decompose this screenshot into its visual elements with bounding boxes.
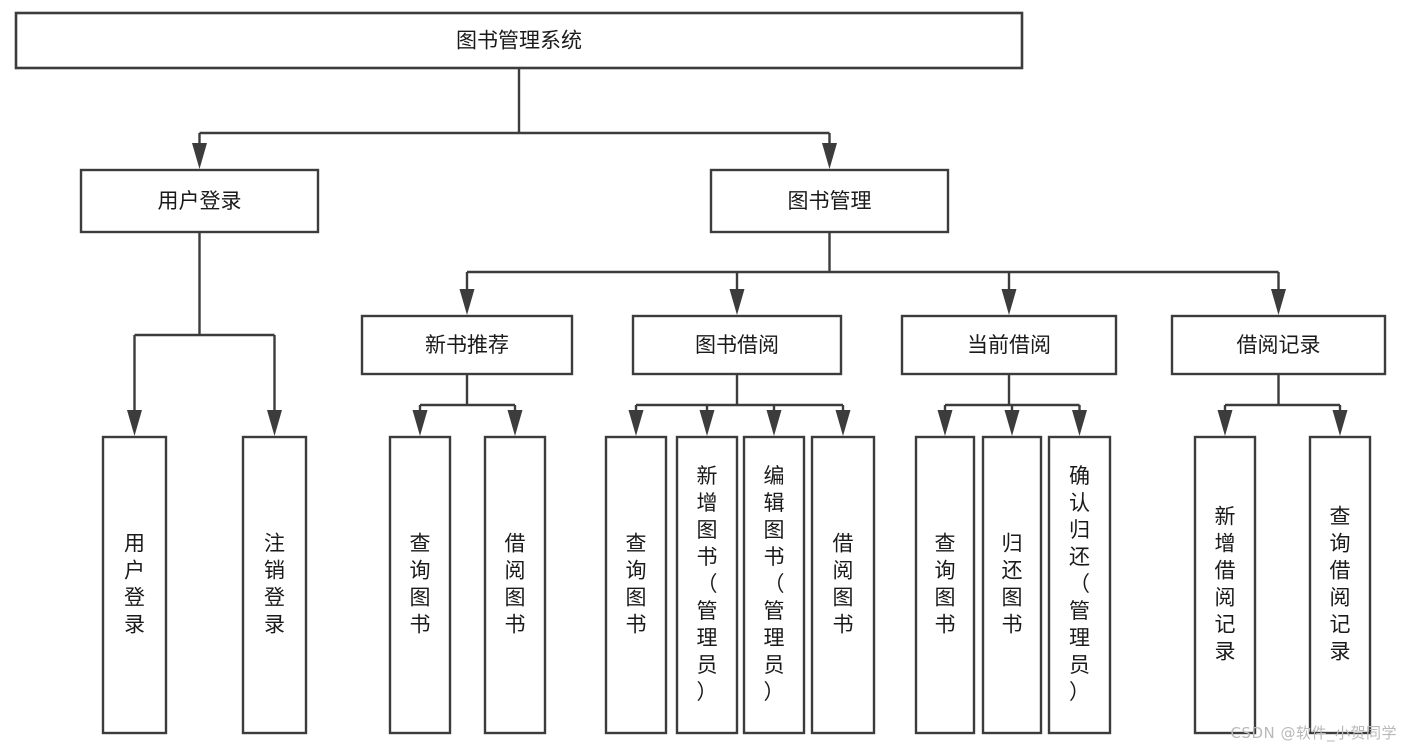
node-leaf-query-book-borrow-box[interactable] (604, 435, 668, 735)
node-leaf-query-book-recommend-box[interactable] (388, 435, 452, 735)
node-leaf-query-book-current-label: 查询图书 (935, 532, 956, 637)
node-leaf-query-book-current-box[interactable] (914, 435, 976, 735)
edge-group-root (192, 68, 837, 169)
node-current-borrow-box[interactable] (900, 314, 1118, 376)
node-leaf-add-book[interactable]: 新增图书（管理员） (675, 435, 739, 735)
node-borrow-record-box[interactable] (1170, 314, 1387, 376)
node-leaf-confirm-return[interactable]: 确认归还（管理员） (1047, 435, 1112, 735)
node-leaf-query-book-recommend[interactable]: 查询图书 (388, 435, 452, 735)
node-leaf-query-book-current[interactable]: 查询图书 (914, 435, 976, 735)
node-leaf-query-book-borrow[interactable]: 查询图书 (604, 435, 668, 735)
node-leaf-query-borrow-record-label: 查询借阅记录 (1330, 505, 1351, 664)
node-user-login[interactable]: 用户登录 (79, 168, 320, 234)
node-leaf-add-book-box[interactable] (675, 435, 739, 735)
edge-group-book-borrow (628, 374, 851, 436)
node-leaf-return-book[interactable]: 归还图书 (981, 435, 1043, 735)
node-new-book-recommend[interactable]: 新书推荐 (360, 314, 574, 376)
node-user-login-label: 用户登录 (158, 189, 242, 213)
node-current-borrow-label: 当前借阅 (967, 333, 1051, 357)
node-leaf-query-borrow-record-box[interactable] (1308, 435, 1372, 735)
node-leaf-query-book-borrow-label: 查询图书 (626, 532, 647, 637)
node-leaf-borrow-book-recommend-box[interactable] (483, 435, 547, 735)
node-layer: 图书管理系统用户登录图书管理新书推荐图书借阅当前借阅借阅记录用户登录注销登录查询… (14, 11, 1387, 735)
node-book-borrow-box[interactable] (631, 314, 843, 376)
node-root-box[interactable] (14, 11, 1024, 70)
node-leaf-return-book-box[interactable] (981, 435, 1043, 735)
node-leaf-edit-book-label: 编辑图书（管理员） (764, 464, 785, 704)
node-leaf-confirm-return-label: 确认归还（管理员） (1069, 464, 1090, 704)
node-leaf-add-book-label: 新增图书（管理员） (697, 464, 718, 704)
node-leaf-user-login-box[interactable] (101, 435, 168, 735)
node-new-book-recommend-box[interactable] (360, 314, 574, 376)
edge-group-book-management (459, 232, 1286, 315)
edge-group-borrow-record (1217, 374, 1348, 436)
node-leaf-confirm-return-box[interactable] (1047, 435, 1112, 735)
node-borrow-record-label: 借阅记录 (1237, 333, 1321, 357)
node-leaf-query-borrow-record[interactable]: 查询借阅记录 (1308, 435, 1372, 735)
node-leaf-add-borrow-record-label: 新增借阅记录 (1215, 505, 1236, 664)
node-leaf-edit-book-box[interactable] (742, 435, 806, 735)
edge-group-current-borrow (937, 374, 1087, 436)
edge-group-user-login (127, 232, 282, 436)
node-leaf-borrow-book-recommend[interactable]: 借阅图书 (483, 435, 547, 735)
node-leaf-logout-login-box[interactable] (241, 435, 308, 735)
node-leaf-borrow-book-label: 借阅图书 (833, 532, 854, 637)
node-current-borrow[interactable]: 当前借阅 (900, 314, 1118, 376)
edge-group-new-book-recommend (412, 374, 523, 436)
node-book-borrow-label: 图书借阅 (695, 333, 779, 357)
node-book-management-label: 图书管理 (788, 189, 872, 213)
node-leaf-user-login-label: 用户登录 (124, 532, 145, 637)
node-book-borrow[interactable]: 图书借阅 (631, 314, 843, 376)
node-book-management[interactable]: 图书管理 (709, 168, 950, 234)
node-borrow-record[interactable]: 借阅记录 (1170, 314, 1387, 376)
connector-layer (127, 68, 1348, 436)
node-leaf-borrow-book-recommend-label: 借阅图书 (505, 532, 526, 637)
node-leaf-query-book-recommend-label: 查询图书 (410, 532, 431, 637)
node-leaf-user-login[interactable]: 用户登录 (101, 435, 168, 735)
node-leaf-borrow-book-box[interactable] (810, 435, 876, 735)
node-user-login-box[interactable] (79, 168, 320, 234)
node-leaf-borrow-book[interactable]: 借阅图书 (810, 435, 876, 735)
node-leaf-return-book-label: 归还图书 (1002, 532, 1023, 637)
node-new-book-recommend-label: 新书推荐 (425, 333, 509, 357)
node-leaf-add-borrow-record-box[interactable] (1193, 435, 1257, 735)
node-leaf-edit-book[interactable]: 编辑图书（管理员） (742, 435, 806, 735)
node-root[interactable]: 图书管理系统 (14, 11, 1024, 70)
node-leaf-logout-login[interactable]: 注销登录 (241, 435, 308, 735)
watermark-label: CSDN @软件_小贺同学 (1230, 724, 1397, 742)
node-book-management-box[interactable] (709, 168, 950, 234)
node-root-label: 图书管理系统 (456, 29, 582, 53)
node-leaf-add-borrow-record[interactable]: 新增借阅记录 (1193, 435, 1257, 735)
node-leaf-logout-login-label: 注销登录 (264, 532, 285, 637)
